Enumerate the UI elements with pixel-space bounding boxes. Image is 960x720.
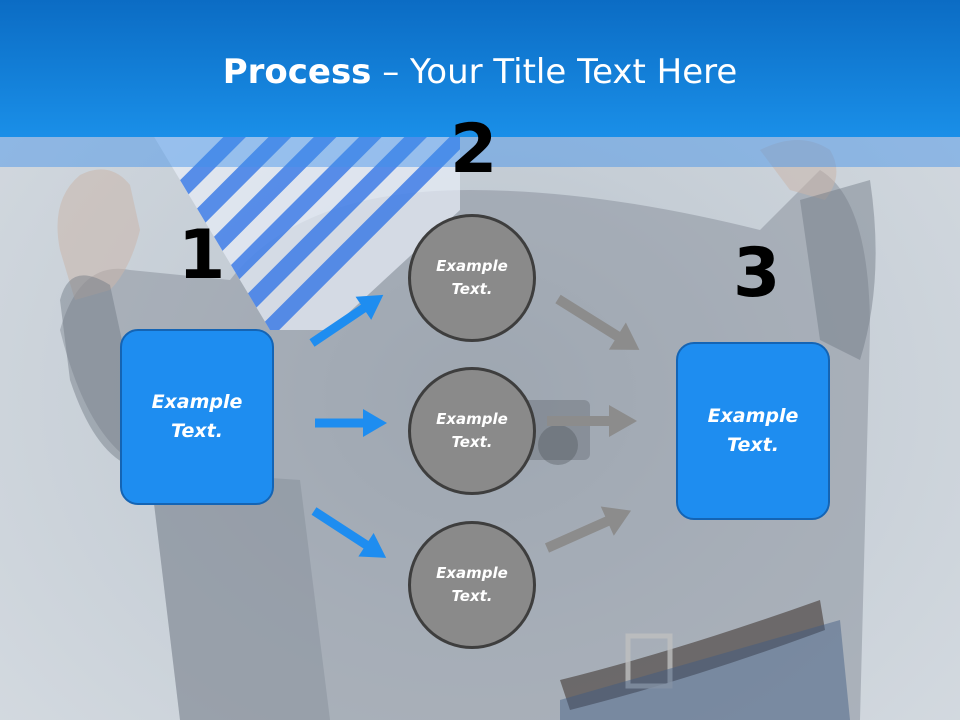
gray-arrows	[544, 294, 640, 553]
step-number-2: 2	[450, 110, 498, 189]
circle-1-line2: Text.	[451, 280, 493, 298]
circle-2-line2: Text.	[451, 433, 493, 451]
circle-3-line2: Text.	[451, 587, 493, 605]
circle-2-line1: Example	[436, 410, 508, 428]
step-1-box: Example Text.	[120, 329, 274, 505]
arrow-from-circle-1	[555, 294, 640, 350]
title-underline-strip	[0, 137, 960, 167]
arrow-from-circle-3	[544, 506, 632, 553]
step-number-1: 1	[178, 216, 226, 295]
blue-arrows	[309, 294, 387, 558]
title-bar	[0, 0, 960, 137]
step-3-text-line1: Example	[707, 405, 799, 427]
title-rest: – Your Title Text Here	[371, 52, 738, 92]
circle-1-line1: Example	[436, 257, 508, 275]
step-3-text-line2: Text.	[727, 434, 779, 456]
arrow-to-circle-1	[309, 294, 384, 347]
step-number-3: 3	[733, 234, 781, 313]
arrow-to-circle-3	[311, 507, 387, 558]
step-1-text-line2: Text.	[171, 420, 223, 442]
title-bold: Process	[222, 52, 372, 92]
arrow-from-circle-2	[547, 405, 637, 437]
step-3-box: Example Text.	[676, 342, 830, 520]
arrow-to-circle-2	[315, 409, 387, 437]
slide-title: Process – Your Title Text Here	[0, 52, 960, 92]
step-1-text-line1: Example	[151, 391, 243, 413]
circle-3-line1: Example	[436, 564, 508, 582]
